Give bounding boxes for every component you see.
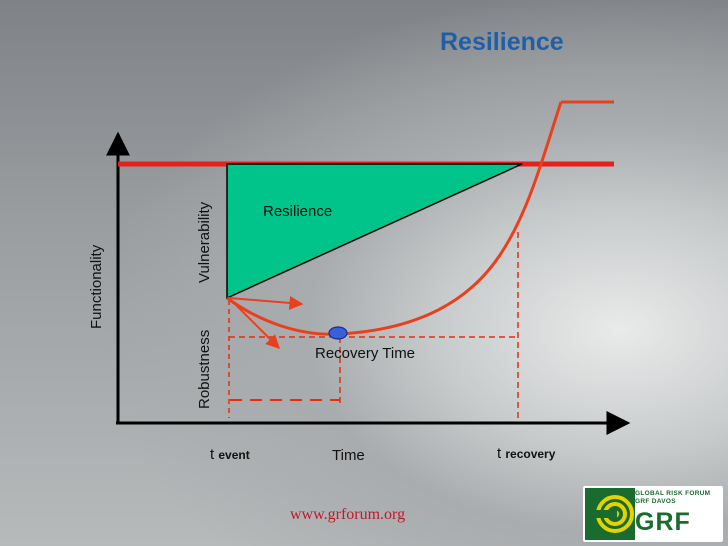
grf-logo: GLOBAL RISK FORUM GRF DAVOS GRF [583, 486, 723, 542]
time-axis-label: Time [332, 447, 365, 464]
grf-logo-icon [585, 488, 635, 540]
vulnerability-label: Vulnerability [196, 201, 213, 283]
recovery-curve [226, 101, 563, 336]
robustness-arrow-down [228, 297, 280, 349]
grf-logo-text: GLOBAL RISK FORUM GRF DAVOS [635, 490, 710, 506]
grf-logo-line2: GRF DAVOS [635, 498, 676, 505]
recovery-time-label: Recovery Time [315, 345, 416, 362]
slide-title: Resilience [440, 28, 564, 56]
functionality-axis-label: Functionality [88, 244, 105, 329]
triangle-resilience-label: Resilience [263, 203, 333, 220]
t-event-prefix: t [210, 446, 215, 463]
t-recovery-prefix: t [497, 445, 502, 462]
website-link[interactable]: www.grforum.org [290, 506, 406, 523]
robustness-arrow-right [228, 295, 304, 310]
minimum-point-marker [328, 326, 348, 340]
t-recovery-label: t recovery [497, 445, 555, 462]
grf-logo-wordmark: GRF [635, 508, 691, 536]
resilience-triangle [226, 163, 523, 300]
t-event-subscript: event [218, 448, 250, 462]
t-recovery-subscript: recovery [505, 447, 556, 461]
t-event-label: t event [210, 446, 250, 463]
grf-logo-line1: GLOBAL RISK FORUM [635, 490, 711, 497]
robustness-label: Robustness [196, 329, 213, 409]
